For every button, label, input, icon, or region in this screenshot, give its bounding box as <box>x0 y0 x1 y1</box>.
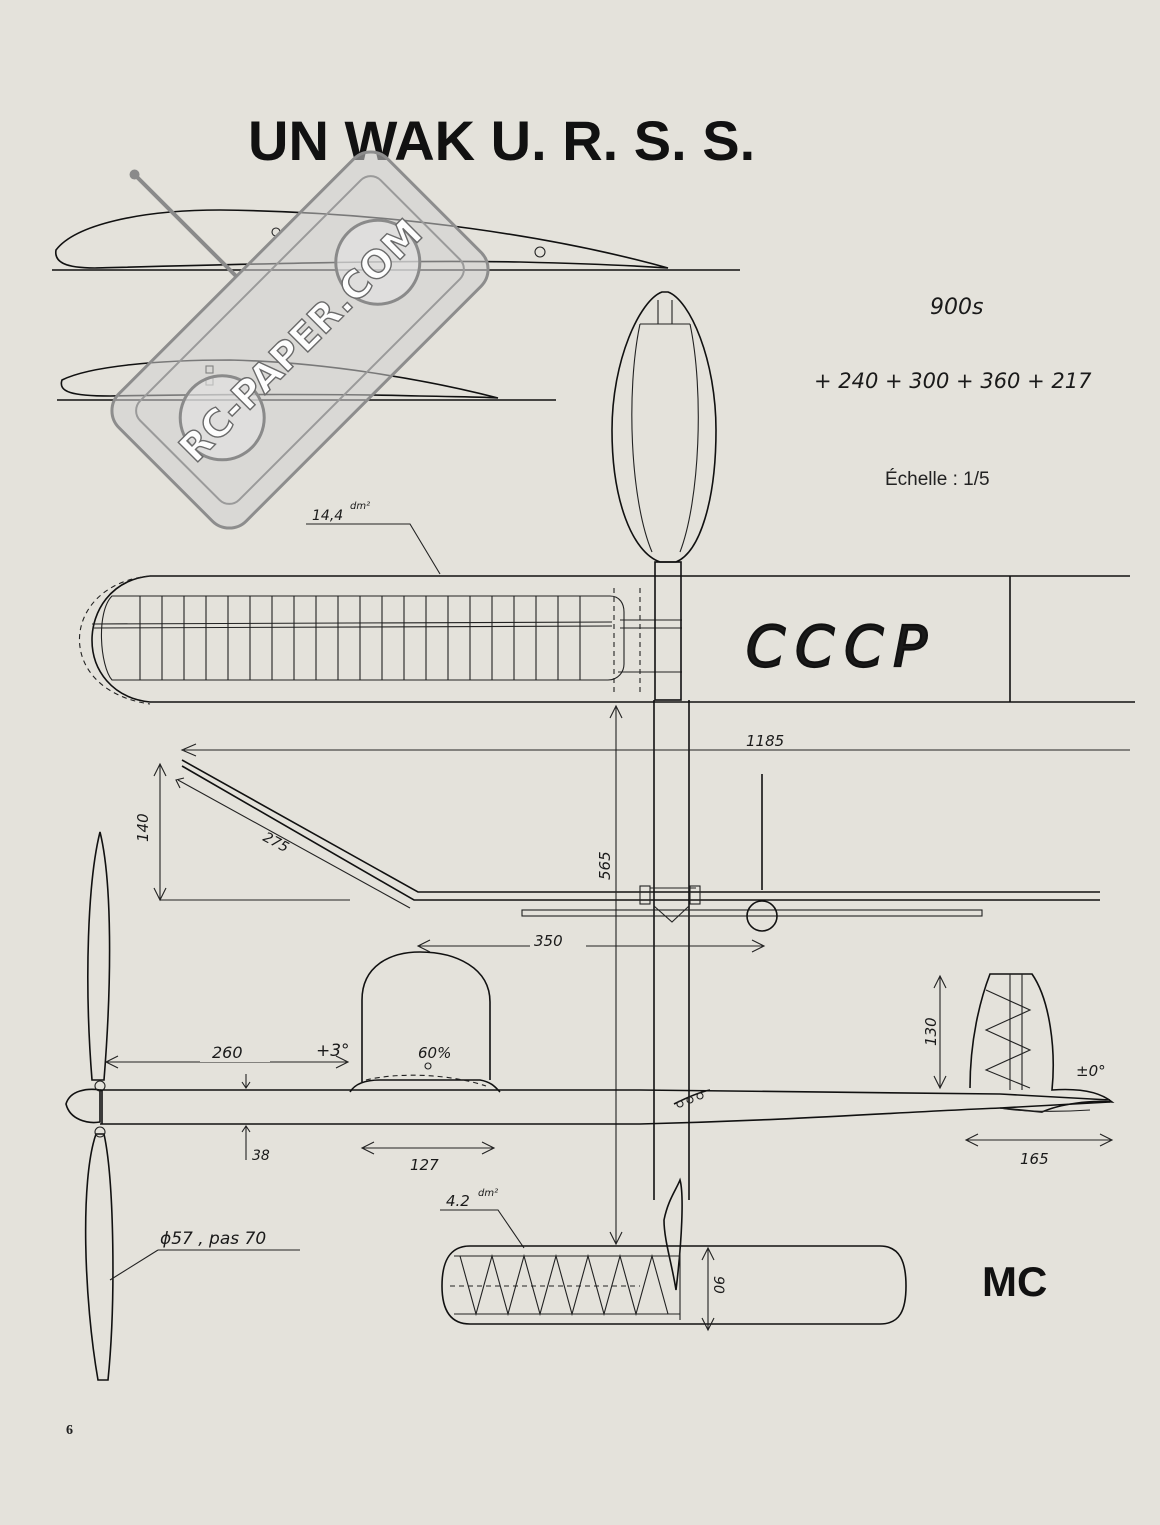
wing-area-unit: dm² <box>350 501 370 512</box>
propeller-top-view <box>611 291 717 563</box>
span-dimension: 1185 <box>180 732 1130 757</box>
fin-height-label: 130 <box>922 1017 940 1046</box>
scale-label: Échelle : 1/5 <box>885 469 990 490</box>
stabilizer-plan-view: 4.2 dm² 90 <box>440 1188 907 1332</box>
span-label: 1185 <box>746 732 784 750</box>
side-dimensions: 260 +3° 38 127 <box>104 1041 496 1174</box>
pylon-position-label: 350 <box>534 932 563 950</box>
fin-length-label: 165 <box>1020 1150 1049 1168</box>
incidence-label: +3° <box>316 1041 350 1061</box>
propeller-label: ϕ57 , pas 70 <box>160 1229 266 1249</box>
fuselage-side-view: 60% <box>100 951 1111 1125</box>
flight-times-label: + 240 + 300 + 360 + 217 <box>814 369 1092 393</box>
dihedral-front-view: 140 275 <box>134 759 1100 932</box>
pylon-percent-label: 60% <box>418 1044 451 1062</box>
duration-label: 900s <box>930 295 983 320</box>
dihedral-height-label: 140 <box>134 813 152 842</box>
propeller-side-view: ϕ57 , pas 70 <box>65 831 300 1381</box>
wing-area-label: 14,4 <box>312 508 343 524</box>
nose-length-label: 260 <box>212 1043 243 1062</box>
plan-title: UN WAK U. R. S. S. <box>248 109 755 172</box>
dihedral-panel-label: 275 <box>260 829 291 856</box>
fin-incidence-label: ±0° <box>1076 1062 1106 1080</box>
stab-chord-label: 90 <box>710 1276 726 1294</box>
pylon-base-label: 127 <box>410 1156 439 1174</box>
fuselage-depth-label: 38 <box>252 1148 270 1164</box>
page-number: 6 <box>66 1423 73 1438</box>
wing-marking-text: CCCP <box>746 615 937 680</box>
pylon-position-dimension: 350 <box>416 930 766 953</box>
brand-label: MC <box>982 1258 1047 1305</box>
stab-area-label: 4.2 <box>446 1192 470 1210</box>
fuselage-top-view <box>650 700 696 1291</box>
wing-position-dimension: 565 <box>596 704 623 1246</box>
wing-position-label: 565 <box>596 851 614 880</box>
wing-plan-view: 14,4 dm² CCCP <box>78 501 1135 705</box>
fin-side-view: 130 ±0° 165 <box>922 973 1115 1168</box>
stab-area-unit: dm² <box>478 1188 498 1199</box>
